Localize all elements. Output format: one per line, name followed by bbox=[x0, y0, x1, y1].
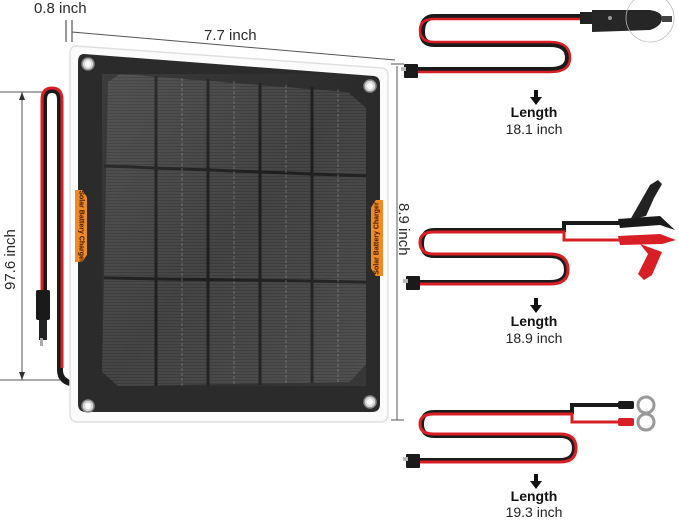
alligator-clip-cable bbox=[403, 180, 676, 290]
cable1-arrow bbox=[530, 90, 542, 105]
cable1-length-value: 18.1 inch bbox=[505, 121, 563, 137]
cable3-length-value: 19.3 inch bbox=[505, 504, 563, 520]
cable3-arrow bbox=[530, 474, 542, 489]
cable-length-dimension: 97.6 inch bbox=[2, 229, 19, 290]
cable2-arrow bbox=[530, 298, 542, 313]
ring-terminal-cable bbox=[403, 395, 656, 468]
frame-border-dimension: 0.8 inch bbox=[34, 0, 87, 17]
cable1-length-title: Length bbox=[510, 104, 558, 120]
cable2-length-title: Length bbox=[510, 313, 558, 329]
solar-panel bbox=[68, 42, 390, 424]
cable2-length-value: 18.9 inch bbox=[505, 330, 563, 346]
panel-width-dimension: 7.7 inch bbox=[204, 27, 257, 44]
solar-panel-graphic bbox=[69, 45, 389, 423]
panel-label-right: Solar Battery Charger bbox=[371, 200, 383, 276]
cigarette-lighter-cable bbox=[401, 0, 675, 78]
panel-label-left: Solar Battery Charger bbox=[75, 190, 87, 262]
cable3-length-title: Length bbox=[510, 488, 558, 504]
